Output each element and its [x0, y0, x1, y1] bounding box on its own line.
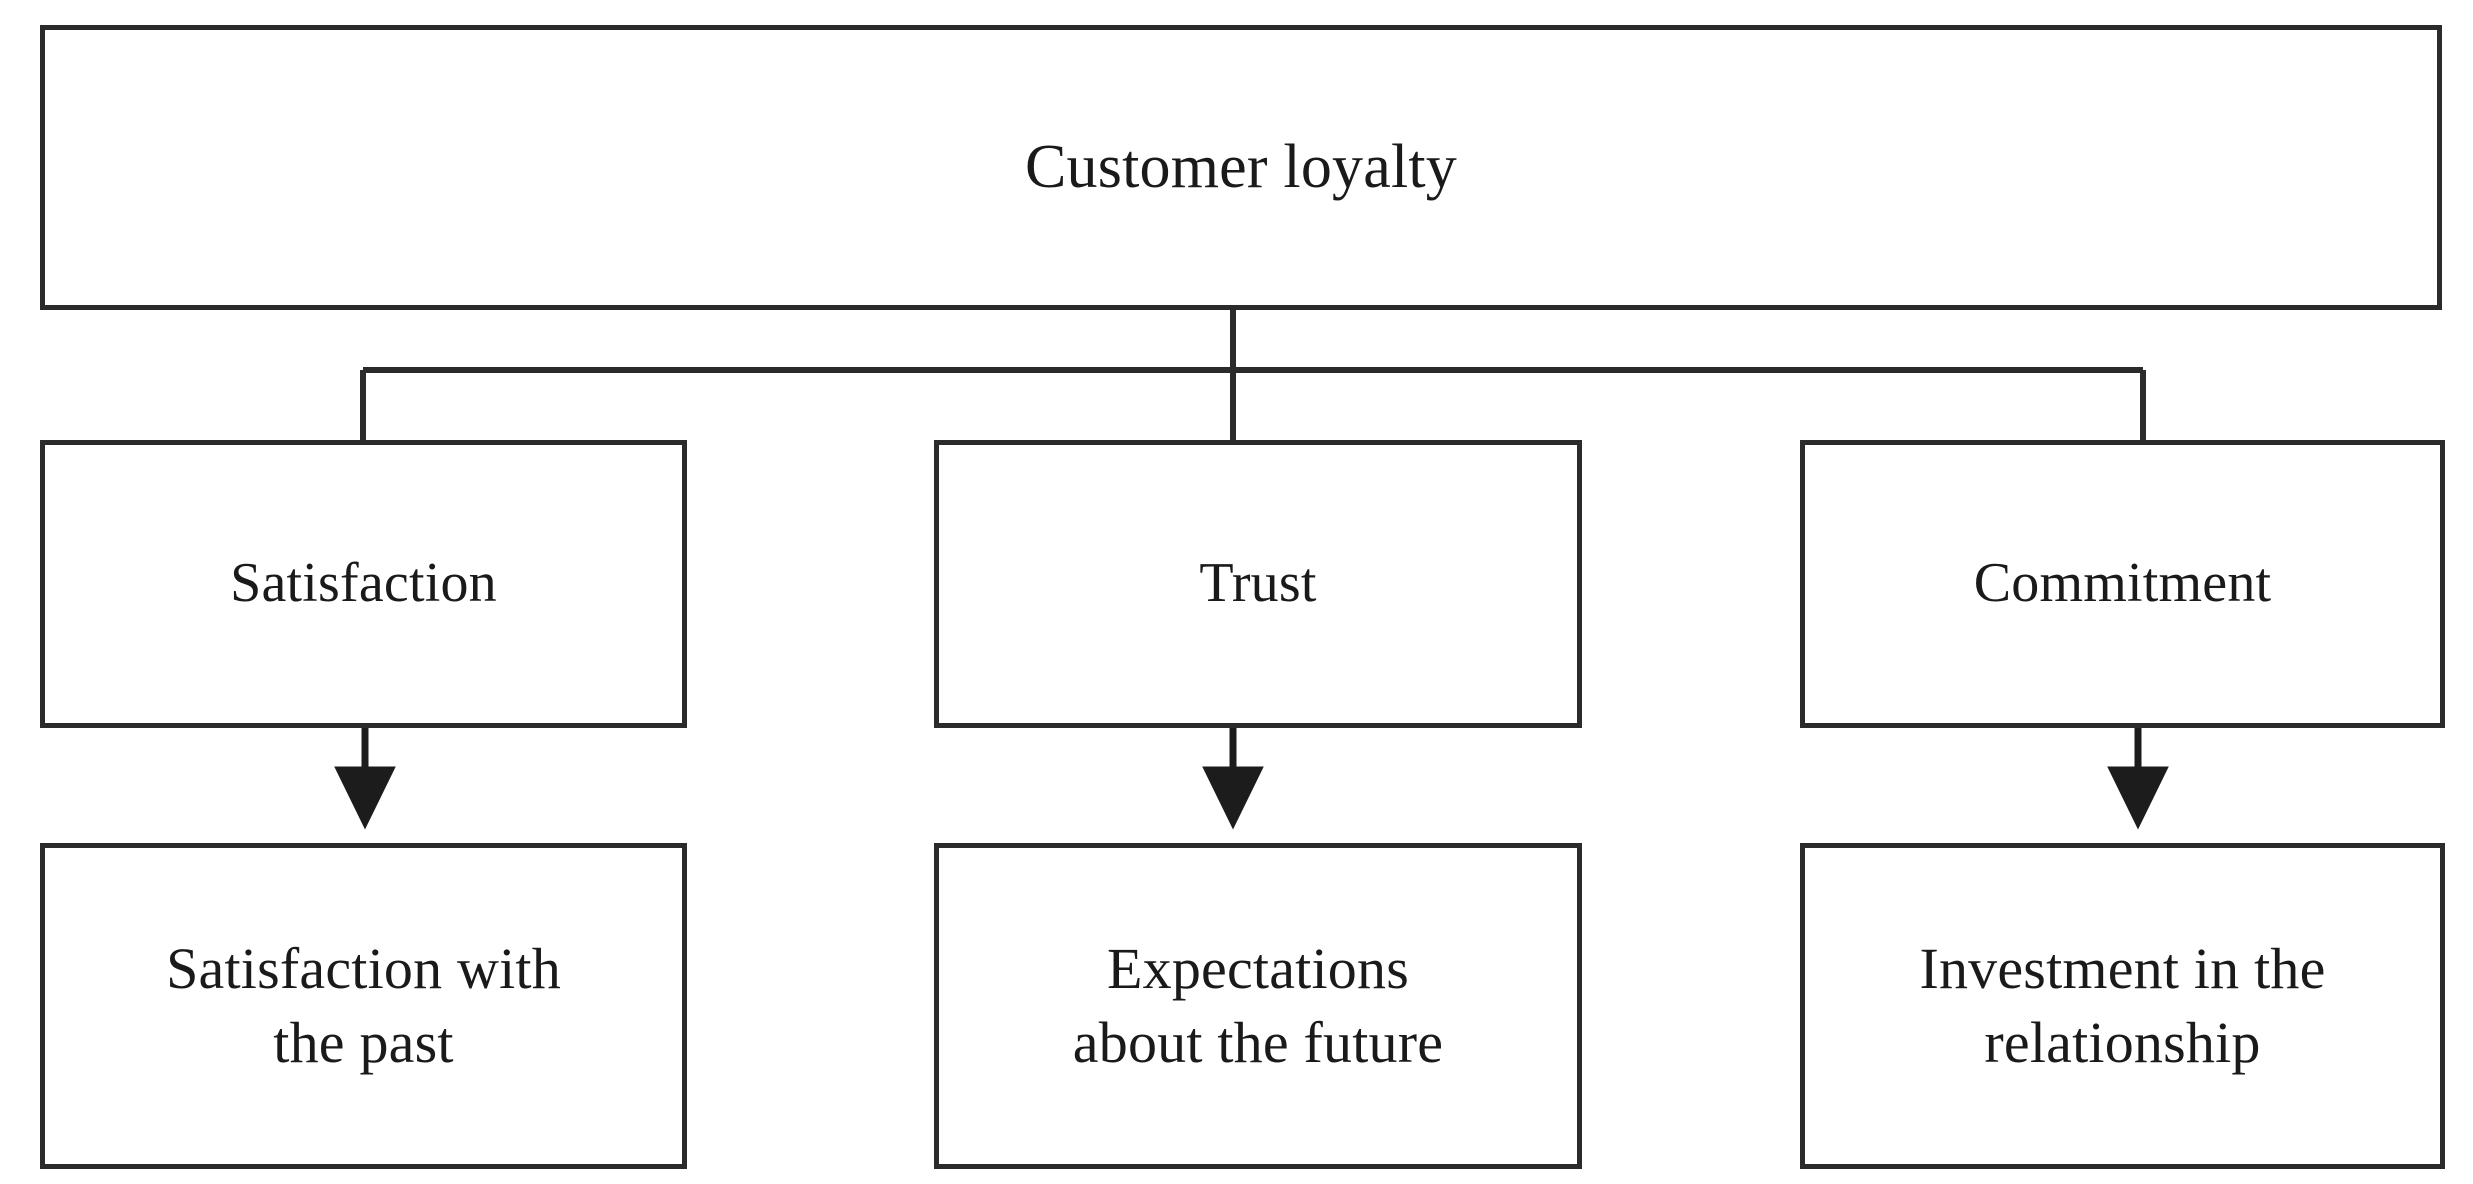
node-satisfaction-with-the-past-label: Satisfaction with the past	[166, 935, 561, 1075]
node-satisfaction-label: Satisfaction	[230, 552, 497, 615]
node-investment-in-the-relationship-label: Investment in the relationship	[1919, 935, 2326, 1075]
node-expectations-about-the-future-label: Expectations about the future	[1072, 935, 1444, 1075]
node-expectations-about-the-future: Expectations about the future	[934, 843, 1582, 1169]
node-commitment-label: Commitment	[1973, 552, 2272, 615]
node-satisfaction-with-the-past: Satisfaction with the past	[40, 843, 687, 1169]
node-trust: Trust	[934, 440, 1582, 728]
node-customer-loyalty-label: Customer loyalty	[1025, 132, 1457, 201]
node-customer-loyalty: Customer loyalty	[40, 25, 2442, 310]
node-commitment: Commitment	[1800, 440, 2445, 728]
node-satisfaction: Satisfaction	[40, 440, 687, 728]
node-trust-label: Trust	[1199, 552, 1317, 615]
node-investment-in-the-relationship: Investment in the relationship	[1800, 843, 2445, 1169]
